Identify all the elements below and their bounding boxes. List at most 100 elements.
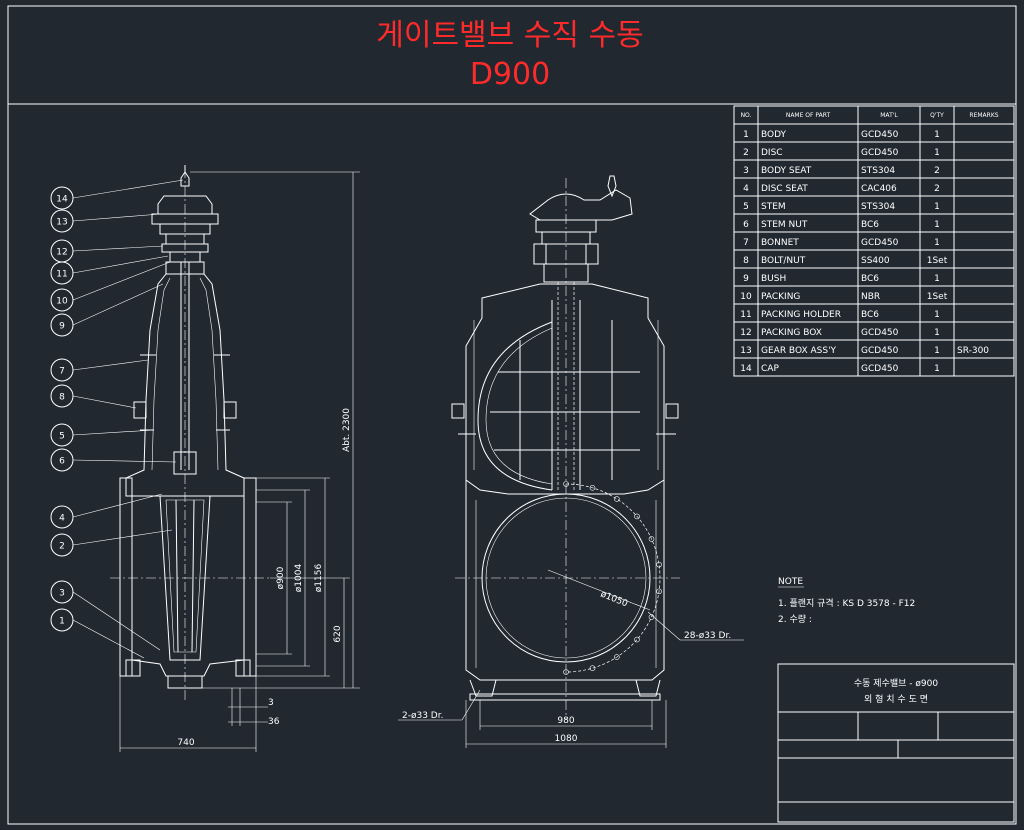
bolt-hole-mark — [563, 669, 569, 675]
bolt-hole-mark — [656, 561, 662, 568]
table-cell: BC6 — [861, 274, 879, 284]
dim-height: Abt. 2300 — [342, 408, 352, 452]
table-cell: 14 — [740, 364, 752, 374]
table-cell: BC6 — [861, 310, 879, 320]
drawing-title-line1: 게이트밸브 수직 수동 — [376, 18, 643, 53]
table-cell: 3 — [743, 166, 749, 176]
table-cell: 1 — [934, 328, 940, 338]
table-cell: GCD450 — [861, 130, 899, 140]
balloon-number: 1 — [59, 617, 65, 627]
balloon-number: 9 — [59, 322, 65, 332]
balloon — [50, 448, 74, 472]
table-cell: DISC — [761, 148, 783, 158]
bolt-hole-mark — [614, 496, 620, 502]
table-cell: SS400 — [861, 256, 890, 266]
balloon-number: 3 — [59, 589, 65, 599]
table-header: NO. — [741, 112, 752, 119]
balloon-number: 2 — [59, 542, 65, 552]
table-cell: STS304 — [861, 202, 895, 212]
balloon — [50, 384, 74, 408]
table-cell: 1 — [934, 364, 940, 374]
table-cell: DISC SEAT — [761, 184, 808, 194]
side-dimensions: Abt. 2300 ø1156 ø1004 ø900 620 3 36 740 — [119, 171, 360, 752]
table-cell: 2 — [934, 166, 940, 176]
note-heading: NOTE — [778, 577, 803, 587]
dim-base-holes: 2-ø33 Dr. — [402, 711, 443, 721]
table-cell: GEAR BOX ASS'Y — [761, 346, 837, 356]
note-item-1: 1. 플랜지 규격 : KS D 3578 - F12 — [778, 597, 915, 609]
table-cell: GCD450 — [861, 148, 899, 158]
dim-base-width: 980 — [557, 716, 574, 726]
balloon — [50, 533, 74, 557]
table-cell: 1 — [934, 220, 940, 230]
dim-bolt-holes: 28-ø33 Dr. — [684, 631, 731, 641]
table-cell: CAP — [761, 364, 779, 374]
balloon-number: 4 — [59, 514, 65, 524]
table-cell: 1 — [934, 202, 940, 212]
table-cell: 5 — [743, 202, 749, 212]
balloon-number: 5 — [59, 432, 65, 442]
bolt-hole-mark — [648, 536, 655, 542]
balloon — [50, 423, 74, 447]
dim-center-height: 620 — [333, 625, 343, 642]
table-cell: STEM — [761, 202, 786, 212]
table-header: NAME OF PART — [786, 112, 831, 119]
table-cell: 1 — [743, 130, 749, 140]
table-cell: 6 — [743, 220, 749, 230]
table-cell: PACKING BOX — [761, 328, 822, 338]
bolt-hole-mark — [656, 588, 662, 595]
balloon — [50, 580, 74, 604]
table-cell: 1 — [934, 148, 940, 158]
front-view: ø1050 — [451, 175, 680, 720]
balloon — [50, 209, 74, 233]
table-cell: 7 — [743, 238, 749, 248]
table-cell: 12 — [740, 328, 751, 338]
side-view — [110, 165, 270, 700]
table-cell: BC6 — [861, 220, 879, 230]
balloon-number: 11 — [56, 270, 67, 280]
table-cell: 2 — [934, 184, 940, 194]
bolt-hole-mark — [589, 485, 596, 491]
bolt-hole-mark — [614, 654, 620, 660]
dim-front-pcd: ø1050 — [599, 590, 629, 610]
front-dimensions: 28-ø33 Dr. 2-ø33 Dr. 980 1080 — [398, 611, 744, 748]
table-cell: 2 — [743, 148, 749, 158]
table-cell: BUSH — [761, 274, 786, 284]
drawing-border — [7, 5, 1017, 825]
table-cell: 4 — [743, 184, 749, 194]
dim-small2: 36 — [268, 717, 280, 727]
balloon — [50, 505, 74, 529]
table-cell: GCD450 — [861, 328, 899, 338]
table-cell: GCD450 — [861, 238, 899, 248]
balloon-number: 12 — [56, 248, 67, 258]
title-block: 수동 제수밸브 - ø900 외 형 치 수 도 면 — [777, 663, 1015, 823]
table-header: Q'TY — [930, 112, 944, 119]
notes: NOTE 1. 플랜지 규격 : KS D 3578 - F12 2. 수량 : — [778, 577, 915, 625]
table-cell: CAC406 — [861, 184, 897, 194]
table-cell: GCD450 — [861, 346, 899, 356]
dim-small1: 3 — [268, 698, 274, 708]
table-cell: SR-300 — [957, 346, 989, 356]
bolt-hole-mark — [589, 665, 596, 671]
balloon-number: 8 — [59, 393, 65, 403]
table-cell: STEM NUT — [761, 220, 808, 230]
balloon — [50, 261, 74, 285]
table-cell: GCD450 — [861, 364, 899, 374]
title-block-line1: 수동 제수밸브 - ø900 — [854, 678, 938, 689]
balloon — [50, 358, 74, 382]
bolt-hole-mark — [634, 513, 640, 520]
balloon-number: 10 — [56, 297, 68, 307]
table-cell: 1 — [934, 130, 940, 140]
table-cell: BODY — [761, 130, 787, 140]
table-cell: 10 — [740, 292, 752, 302]
balloon-number: 6 — [59, 457, 65, 467]
table-cell: 1 — [934, 346, 940, 356]
table-cell: STS304 — [861, 166, 895, 176]
table-cell: BOLT/NUT — [761, 256, 806, 266]
table-cell: 11 — [740, 310, 751, 320]
balloon — [50, 288, 74, 312]
table-cell: 9 — [743, 274, 749, 284]
balloon — [50, 186, 74, 210]
